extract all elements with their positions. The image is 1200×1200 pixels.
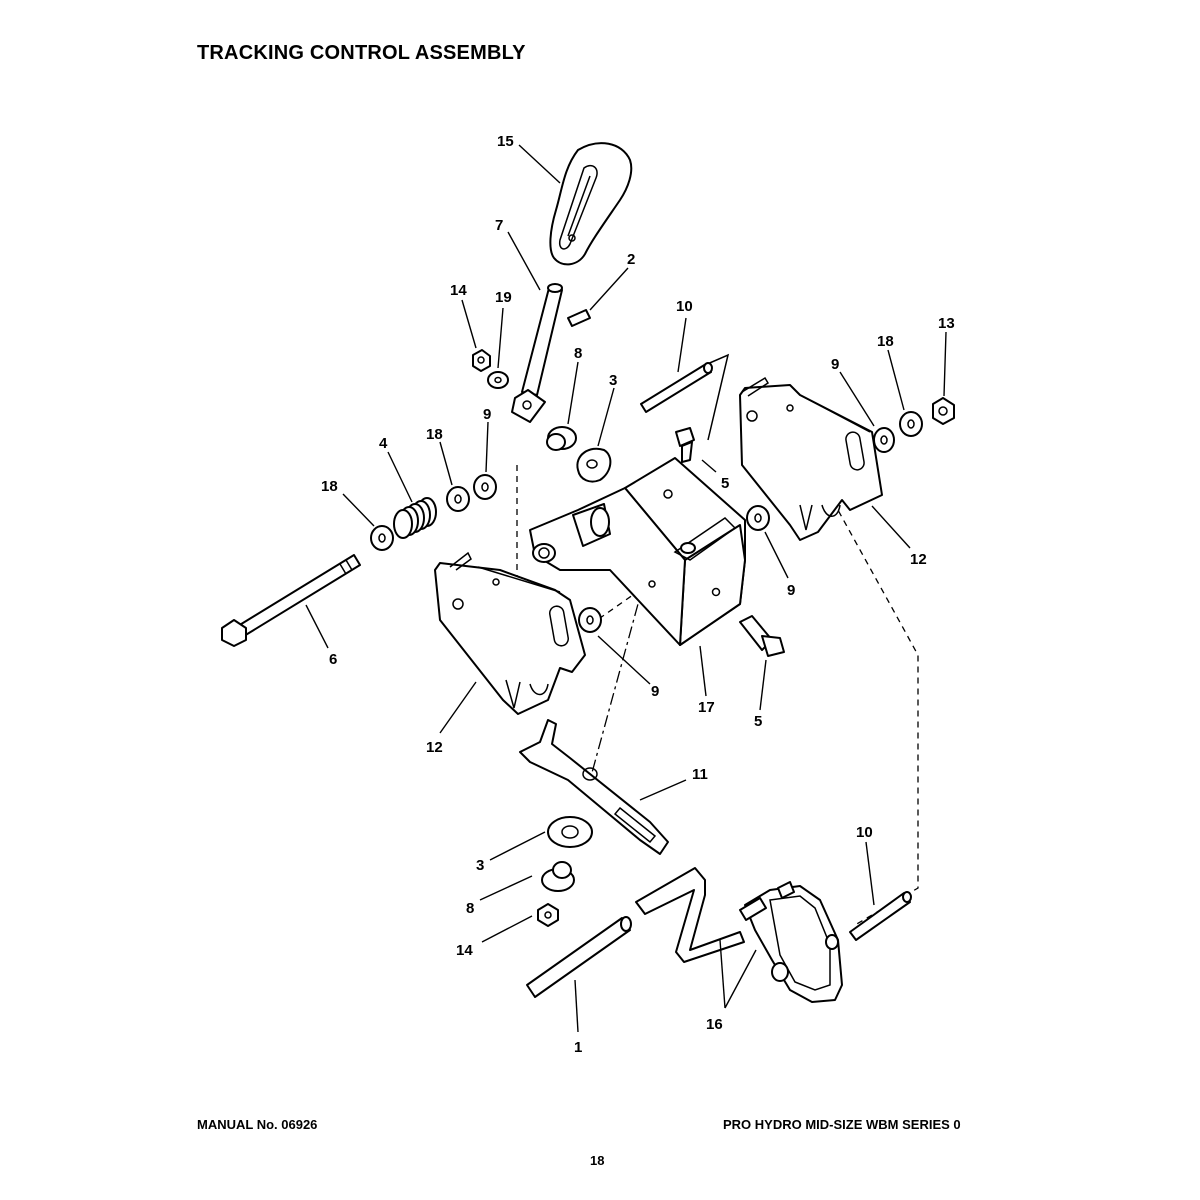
callout-7: 7 [495, 217, 503, 234]
part-1-rod [526, 916, 632, 998]
callout-leaders [305, 144, 947, 1033]
callout-16: 16 [706, 1016, 723, 1033]
callout-10: 10 [676, 298, 693, 315]
page-title: TRACKING CONTROL ASSEMBLY [197, 42, 526, 64]
part-18-washer-left [370, 525, 394, 551]
part-10-rod-bottom [849, 891, 912, 941]
part-19-washer [487, 371, 509, 389]
callout-2: 2 [627, 251, 635, 268]
part-18-washer-left-mid [446, 486, 470, 512]
product-series: PRO HYDRO MID-SIZE WBM SERIES 0 [723, 1117, 961, 1132]
part-2-roll-pin [567, 309, 591, 327]
part-12-side-plate-right [739, 376, 883, 541]
callout-12: 12 [426, 739, 443, 756]
callout-14: 14 [450, 282, 467, 299]
callout-8: 8 [466, 900, 474, 917]
part-14-lock-nut-top [472, 349, 491, 372]
part-5-bolt-bottom [739, 615, 785, 657]
callout-5: 5 [754, 713, 762, 730]
part-9-washer-right-top [873, 427, 895, 453]
callout-labels: 15 7 2 14 19 8 3 10 13 18 9 4 18 9 18 5 … [321, 133, 955, 1056]
part-10-rod-top [640, 362, 713, 413]
callout-4: 4 [379, 435, 388, 452]
callout-8: 8 [574, 345, 582, 362]
callout-18: 18 [877, 333, 894, 350]
callout-1: 1 [574, 1039, 582, 1056]
part-15-handle-grip [549, 142, 633, 266]
callout-15: 15 [497, 133, 514, 150]
page-number: 18 [590, 1153, 605, 1168]
callout-11: 11 [692, 766, 708, 783]
callout-9: 9 [787, 582, 795, 599]
part-8-flange-bushing-bottom [541, 861, 575, 892]
callout-14: 14 [456, 942, 473, 959]
part-5-bolt-top [675, 427, 695, 463]
part-8-flange-bushing-top [546, 426, 577, 451]
part-13-lock-nut [932, 397, 955, 425]
callout-13: 13 [938, 315, 955, 332]
callout-12: 12 [910, 551, 927, 568]
part-17-main-bracket [529, 457, 746, 646]
callout-6: 6 [329, 651, 337, 668]
part-11-linkage-arm [519, 719, 669, 855]
callout-5: 5 [721, 475, 729, 492]
callout-3: 3 [476, 857, 484, 874]
callout-10: 10 [856, 824, 873, 841]
part-7-handle-shaft [511, 283, 563, 423]
part-12-side-plate-left [434, 551, 586, 715]
callout-18: 18 [321, 478, 338, 495]
part-14-lock-nut-bottom [537, 903, 559, 927]
part-9-washer-bracket-right [746, 505, 770, 531]
part-18-washer-right [899, 411, 923, 437]
part-16-control-rod [635, 867, 843, 1003]
callout-19: 19 [495, 289, 512, 306]
part-9-washer-left-top [473, 474, 497, 500]
callout-17: 17 [698, 699, 715, 716]
callout-18: 18 [426, 426, 443, 443]
callout-3: 3 [609, 372, 617, 389]
callout-9: 9 [483, 406, 491, 423]
part-6-long-bolt [221, 554, 361, 647]
part-4-spring [393, 497, 437, 539]
part-3-washer-top [576, 447, 612, 483]
manual-number: MANUAL No. 06926 [197, 1117, 318, 1132]
callout-9: 9 [831, 356, 839, 373]
part-3-washer-bottom [547, 816, 593, 848]
part-9-washer-plate-left [578, 607, 602, 633]
callout-9: 9 [651, 683, 659, 700]
